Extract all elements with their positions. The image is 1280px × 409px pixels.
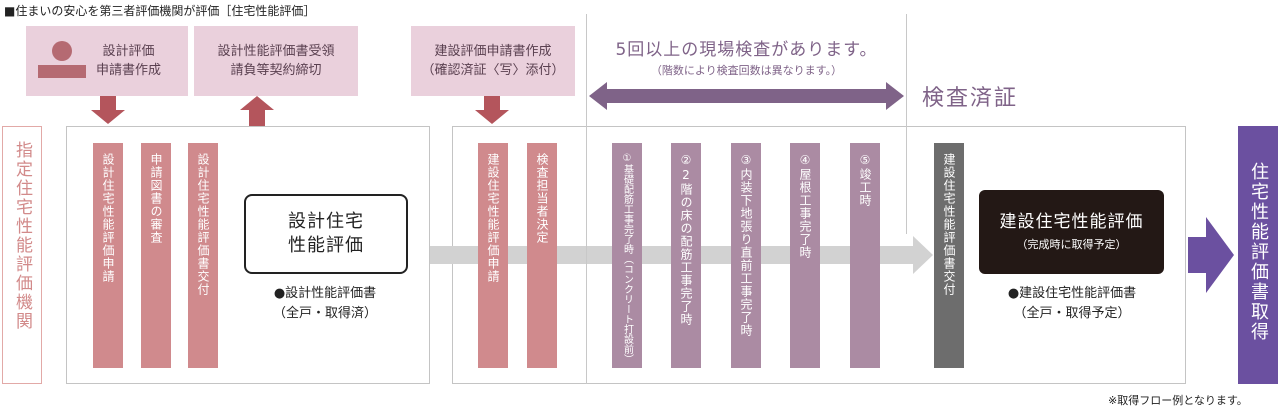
inspection-arrow-right-icon [886,82,904,110]
up-arrow-receipt-icon [240,96,274,110]
design-bar-application: 設計住宅性能評価申請 [93,143,123,368]
final-arrow-shaft [1188,237,1208,273]
down-arrow-design-icon [91,110,125,124]
construction-document-line2: （全戸・取得予定） [1013,306,1131,321]
person-icon [38,41,86,81]
flow-arrow-head-icon [913,236,933,274]
design-result-line1: 設計住宅 [288,211,364,232]
inspection-headline: 5回以上の現場検査があります。 [615,40,878,60]
final-arrow-head-icon [1206,217,1234,293]
construction-bar-application: 建設住宅性能評価申請 [478,143,508,368]
construction-result-line1: 建設住宅性能評価 [999,212,1144,232]
final-label-box: 住宅性能評価書取得 [1238,126,1278,384]
inspection-arrow-left-icon [589,82,607,110]
design-bar-issue: 設計住宅性能評価書交付 [188,143,218,368]
down-arrow-construction-stem [484,96,500,110]
up-arrow-receipt-stem [249,110,265,126]
construction-application-line1: 建設評価申請書作成 [434,44,552,59]
inspection-right-divider [906,14,907,234]
design-application-box: 設計評価 申請書作成 [26,26,188,96]
design-document-note: ●設計性能評価書 （全戸・取得済） [230,284,420,324]
design-bar-review: 申請図書の審査 [141,143,171,368]
construction-application-box: 建設評価申請書作成 （確認済証〈写〉添付） [411,26,575,96]
inspection-bar-5: ⑤竣工時 [850,143,880,368]
down-arrow-construction-icon [475,110,509,124]
construction-result-box: 建設住宅性能評価 （完成時に取得予定） [979,190,1164,274]
down-arrow-design-stem [100,96,116,110]
construction-bar-issue: 建設住宅性能評価書交付 [934,143,964,368]
design-document-line1: ●設計性能評価書 [273,286,377,301]
left-org-label-box: 指定住宅性能評価機関 [2,126,42,384]
inspection-left-divider [586,14,587,384]
construction-document-note: ●建設住宅性能評価書 （全戸・取得予定） [972,284,1172,324]
design-receipt-line2: 請負等契約締切 [230,63,322,78]
construction-application-line2: （確認済証〈写〉添付） [421,63,565,78]
final-label: 住宅性能評価書取得 [1248,162,1269,342]
inspection-bar-4: ④屋根工事完了時 [790,143,820,368]
design-result-box: 設計住宅 性能評価 [244,194,408,274]
inspection-arrow-shaft [606,89,888,103]
inspection-bar-1: ①基礎配筋工事完了時（コンクリート打設前） [612,143,642,368]
design-application-line1: 設計評価 [102,44,155,59]
design-receipt-line1: 設計性能評価書受領 [217,44,335,59]
construction-result-line2: （完成時に取得予定） [1016,238,1127,251]
certified-label: 検査済証 [922,86,1019,111]
footnote: ※取得フロー例となります。 [1108,394,1248,407]
construction-document-line1: ●建設住宅性能評価書 [1007,286,1137,301]
inspection-bar-2: ②2階の床の配筋工事完了時 [671,143,701,368]
design-application-line2: 申請書作成 [96,63,162,78]
left-org-label: 指定住宅性能評価機関 [12,141,32,331]
inspection-subline: （階数により検査回数は異なります。） [650,64,843,77]
design-receipt-box: 設計性能評価書受領 請負等契約締切 [194,26,358,96]
page-title: ■住まいの安心を第三者評価機関が評価［住宅性能評価］ [4,4,316,18]
construction-bar-inspector: 検査担当者決定 [527,143,557,368]
design-result-line2: 性能評価 [288,235,364,256]
design-document-line2: （全戸・取得済） [272,306,377,321]
inspection-bar-3: ③内装下地張り直前工事完了時 [731,143,761,368]
